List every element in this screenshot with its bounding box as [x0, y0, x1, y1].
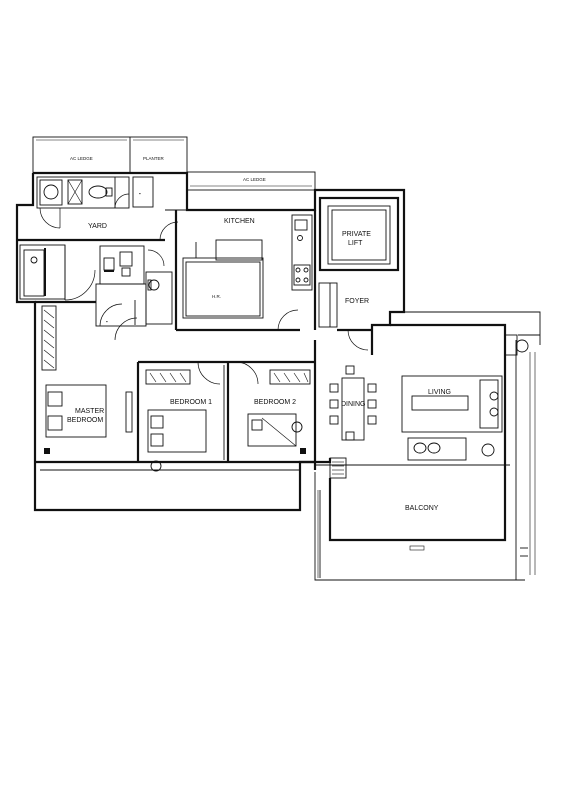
private-lift-label-2: LIFT [348, 240, 363, 247]
kitchen-label: KITCHEN [224, 218, 255, 225]
svg-text:▪: ▪ [106, 319, 108, 324]
living-area: LIVING [401, 375, 503, 461]
ac-ledge-2-label: AC LEDGE [243, 177, 266, 182]
interior-walls [35, 300, 315, 471]
yard-area: YARD [17, 207, 187, 242]
planter-label: PLANTER [143, 156, 165, 161]
master-bedroom-label-2: BEDROOM [67, 417, 103, 424]
dining-area: DINING [329, 365, 377, 441]
ac-ledge-strip [32, 136, 188, 174]
bedroom-1-area: BEDROOM 1 [145, 369, 212, 472]
bedroom-1-label: BEDROOM 1 [170, 399, 212, 406]
dining-label: DINING [341, 401, 366, 408]
kitchen-area: KITCHEN H.R. [174, 210, 317, 332]
bathroom-master: ▪ [95, 249, 173, 327]
water-heater-cabinet: ▪ [132, 176, 154, 208]
svg-text:▪: ▪ [139, 191, 141, 196]
private-lift: PRIVATE LIFT [318, 196, 400, 272]
foyer-label: FOYER [345, 298, 369, 305]
bedroom-2-label: BEDROOM 2 [254, 399, 296, 406]
private-lift-label-1: PRIVATE [342, 231, 371, 238]
foyer-area: FOYER [318, 282, 372, 351]
balcony-label: BALCONY [405, 505, 439, 512]
bathroom-common [19, 244, 145, 301]
service-bath [36, 176, 130, 209]
planter-area: PLANTER [143, 156, 165, 161]
master-bedroom-label-1: MASTER [75, 408, 104, 415]
ac-ledge-label: AC LEDGE [70, 156, 93, 161]
ac-ledge-area: AC LEDGE [70, 156, 93, 161]
yard-label: YARD [88, 223, 107, 230]
ac-ledge-strip-2: AC LEDGE [186, 171, 316, 191]
master-bedroom-area: MASTER BEDROOM [41, 305, 133, 454]
fridge-label: H.R. [212, 294, 221, 299]
balcony-area: BALCONY [314, 311, 541, 581]
living-label: LIVING [428, 389, 451, 396]
bedroom-2-area: BEDROOM 2 [247, 369, 311, 454]
